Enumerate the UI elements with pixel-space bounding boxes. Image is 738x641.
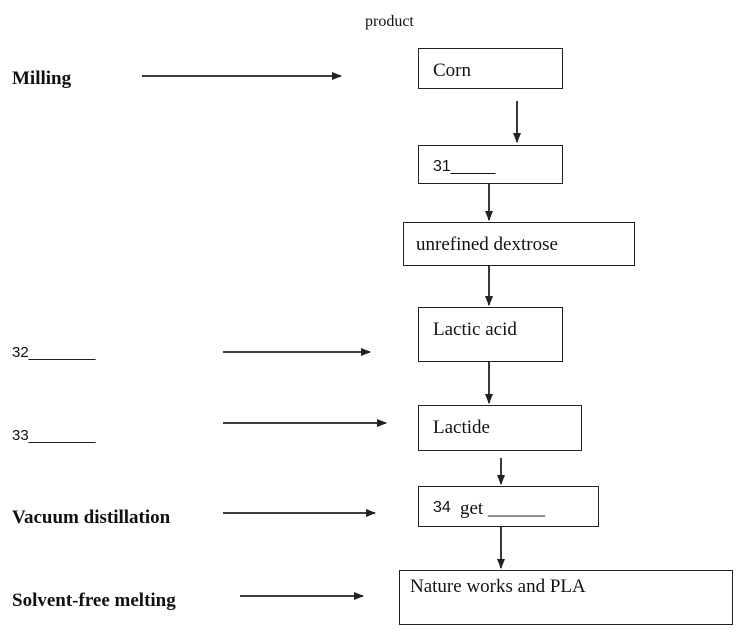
product-box-blank-34-number: 34 <box>433 499 451 516</box>
product-box-lactide: Lactide <box>418 405 582 451</box>
step-label-vacuum-distillation: Vacuum distillation <box>12 507 171 528</box>
step-label-milling: Milling <box>12 68 72 89</box>
product-box-unrefined-dextrose-text: unrefined dextrose <box>416 234 558 255</box>
step-label-blank-32: 32________ <box>12 344 96 361</box>
product-column-header: product <box>365 13 414 30</box>
product-box-lactic-acid-text: Lactic acid <box>433 319 517 340</box>
product-box-lactic-acid: Lactic acid <box>418 307 563 362</box>
product-box-nature-works-pla-text: Nature works and PLA <box>410 576 586 597</box>
product-box-lactide-text: Lactide <box>433 417 490 438</box>
product-box-nature-works-pla: Nature works and PLA <box>399 570 733 625</box>
product-box-blank-31: 31_____ <box>418 145 563 184</box>
step-label-blank-33: 33________ <box>12 427 96 444</box>
step-label-solvent-free-melting: Solvent-free melting <box>12 590 176 611</box>
product-box-unrefined-dextrose: unrefined dextrose <box>403 222 635 266</box>
product-box-blank-34-text: get ______ <box>460 498 545 519</box>
product-box-blank-31-text: 31_____ <box>433 158 496 175</box>
product-box-corn-text: Corn <box>433 60 471 81</box>
product-box-corn: Corn <box>418 48 563 89</box>
product-box-blank-34: 34 get ______ <box>418 486 599 527</box>
